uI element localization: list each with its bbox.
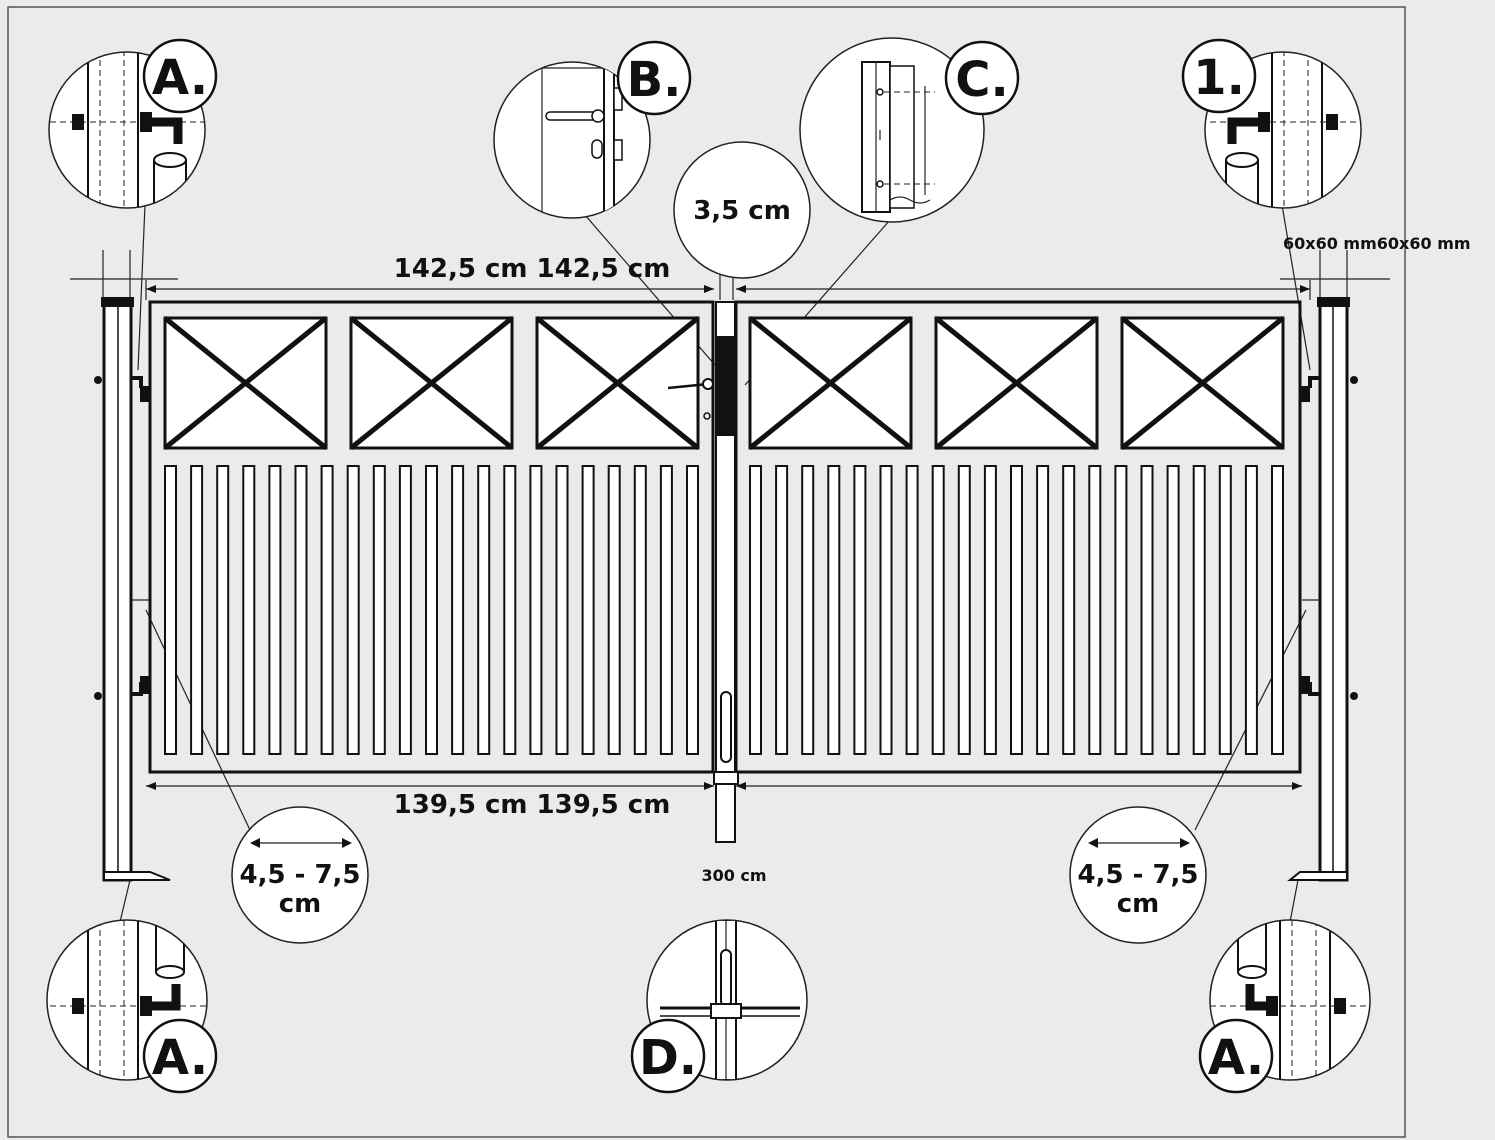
gate-bar — [216, 465, 230, 755]
gap-left-value: 4,5 - 7,5 — [239, 860, 360, 890]
post-size-label: 60x60 mm60x60 mm — [1283, 234, 1471, 253]
gate-bar — [372, 465, 386, 755]
total-width-label: 300 cm — [701, 866, 766, 885]
gate-bar — [1114, 465, 1128, 755]
gate-bar — [294, 465, 308, 755]
gap-right-unit: cm — [1117, 889, 1160, 919]
gate-bar — [1271, 465, 1284, 755]
callout-label-b: B. — [627, 52, 682, 108]
gap-center-label: 3,5 cm — [693, 196, 791, 226]
gate-bar — [398, 465, 412, 755]
detail-callout-b: B. — [493, 40, 692, 219]
gate-bar — [1140, 465, 1154, 755]
gate-bar — [503, 465, 517, 755]
right-post — [1287, 297, 1358, 882]
gate-bar — [1166, 465, 1180, 755]
gate-bar — [425, 465, 438, 755]
gate-bar — [346, 465, 360, 755]
callout-label-1: 1. — [1193, 50, 1245, 106]
gate-bar — [1218, 465, 1232, 755]
detail-callout-a-bottom-right: A. — [1198, 919, 1371, 1094]
gate-bar — [1036, 465, 1050, 755]
gap-callout-left: 4,5 - 7,5 cm — [231, 806, 369, 944]
gate-bar — [242, 465, 256, 755]
gate-bar — [633, 465, 647, 755]
right-gate-leaf — [734, 300, 1302, 774]
callout-label-d: D. — [639, 1030, 697, 1086]
gate-bar — [775, 465, 789, 755]
callout-label-c: C. — [955, 52, 1008, 108]
gate-bar — [1010, 465, 1023, 755]
gate-bar — [686, 465, 699, 755]
gate-bar — [983, 465, 997, 755]
detail-callout-1: 1. — [1181, 38, 1362, 209]
gate-bar — [853, 465, 867, 755]
gate-bar — [1244, 465, 1258, 755]
center-stile — [667, 301, 739, 843]
gate-bar — [164, 465, 177, 755]
bottom-width-label: 139,5 cm 139,5 cm — [394, 790, 671, 820]
gate-bar — [190, 465, 204, 755]
callout-label-a-bottom-left: A. — [152, 1030, 208, 1086]
gate-bar — [1062, 465, 1076, 755]
gate-bar — [555, 465, 569, 755]
callout-label-a-bottom-right: A. — [1208, 1030, 1264, 1086]
gate-bar — [957, 465, 971, 755]
detail-callout-a-bottom-left: A. — [46, 919, 218, 1094]
gate-bar — [1192, 465, 1206, 755]
gate-bar — [905, 465, 919, 755]
gate-bar — [801, 465, 815, 755]
gate-bar — [581, 465, 595, 755]
left-gate-leaf — [148, 300, 715, 774]
gate-bar — [879, 465, 893, 755]
gate-bar — [659, 465, 673, 755]
left-post — [94, 297, 171, 882]
gap-right-value: 4,5 - 7,5 — [1077, 860, 1198, 890]
gate-bar — [529, 465, 543, 755]
gap-left-unit: cm — [279, 889, 322, 919]
gate-bar — [607, 465, 621, 755]
gate-bar — [477, 465, 491, 755]
gate-bar — [451, 465, 465, 755]
gap-callout: 3,5 cm — [673, 141, 811, 279]
top-width-label: 142,5 cm 142,5 cm — [394, 254, 671, 284]
gate-bar — [827, 465, 841, 755]
page-border — [7, 6, 1406, 1138]
detail-callout-d: D. — [630, 919, 808, 1094]
gate-bar — [1088, 465, 1102, 755]
callout-label-a-top-left: A. — [152, 50, 208, 106]
detail-callout-c: C. — [799, 37, 1020, 223]
gate-bar — [749, 465, 762, 755]
gap-callout-right: 4,5 - 7,5 cm — [1069, 806, 1207, 944]
gate-bar — [931, 465, 945, 755]
detail-callout-a-top-left: A. — [48, 38, 218, 209]
gate-bar — [268, 465, 282, 755]
gate-bar — [320, 465, 334, 755]
